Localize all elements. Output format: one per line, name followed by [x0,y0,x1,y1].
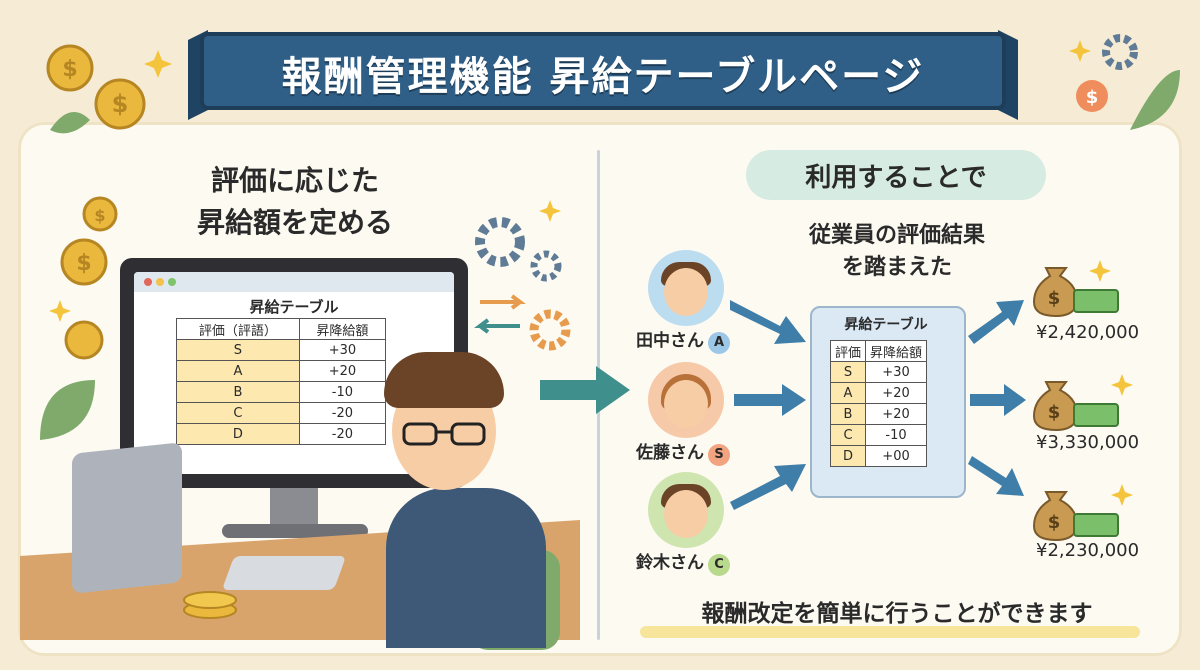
svg-text:$: $ [76,251,91,276]
footer-highlight [640,626,1140,638]
window-dot [156,278,164,286]
table-header: 昇降給額 [865,340,928,362]
employee-name-text: 田中さん [636,331,704,351]
grade-cell: D [176,423,300,445]
money-bag-icon: $ [1032,374,1133,432]
table-row: A +20 [176,360,387,382]
left-raise-table: 評価（評語） 昇降給額 S +30 A +20 B -10 C -20 D -2… [176,318,387,445]
grade-cell: S [829,361,867,383]
table-row: S +30 [829,361,928,383]
left-heading-line2: 昇給額を定める [196,206,393,239]
salary-amount: ¥2,420,000 [1036,322,1140,343]
grade-cell: S [176,339,300,361]
money-bag-icon: $ [1032,260,1119,318]
amount-cell: -10 [298,381,387,403]
arrow-icon [540,366,630,414]
table-header: 昇降給額 [298,318,387,340]
table-row: C -20 [176,402,387,424]
table-row: C -10 [829,424,928,446]
salary-amount: ¥3,330,000 [1036,432,1140,453]
grade-badge: S [708,443,730,466]
person-hair [384,352,504,408]
coin-icon [183,591,237,619]
grade-cell: C [176,402,300,424]
amount-cell: +20 [865,382,928,404]
left-heading-line1: 評価に応じた [210,164,379,197]
table-row: D +00 [829,445,928,467]
grade-cell: B [829,403,867,425]
avatar [648,250,724,326]
amount-cell: +20 [865,403,928,425]
salary-amount: ¥2,230,000 [1036,540,1140,561]
amount-cell: -10 [865,424,928,446]
arrow-icon [730,300,806,510]
right-sub-line2: を踏まえた [841,255,952,280]
avatar-face [664,268,708,316]
avatar [648,472,724,548]
gear-icon: $ [1069,34,1180,130]
grade-cell: B [176,381,300,403]
table-header: 評価（評語） [176,318,300,340]
money-bag-icon: $ [1032,484,1133,542]
table-row: S +30 [176,339,387,361]
keyboard [221,556,347,590]
arrow-icon [968,300,1026,496]
employee-name-text: 鈴木さん [636,553,704,573]
grade-cell: A [829,382,867,404]
table-row: D -20 [176,423,387,445]
amount-cell: +30 [865,361,928,383]
svg-text:$: $ [1048,402,1061,423]
grade-cell: C [829,424,867,446]
coin-icon: $ $ [46,44,172,134]
svg-text:$: $ [1086,87,1099,108]
svg-text:$: $ [112,90,129,118]
monitor-base [222,524,368,538]
employee-name-text: 佐藤さん [636,443,704,463]
center-raise-table: 評価 昇降給額 S +30 A +20 B +20 C -10 D +00 [829,340,928,467]
avatar-face [664,380,708,428]
svg-text:$: $ [1048,288,1061,309]
grade-cell: A [176,360,300,382]
window-dot [168,278,176,286]
table-row: A +20 [829,382,928,404]
amount-cell: +00 [865,445,928,467]
table-header: 評価 [829,340,867,362]
person-body [386,488,546,648]
footer-text: 報酬改定を簡単に行うことができます [701,601,1093,627]
grade-badge: A [708,331,730,354]
center-table-title: 昇給テーブル [844,317,928,333]
svg-text:$: $ [62,57,77,82]
right-sub-line1: 従業員の評価結果 [808,223,985,248]
window-dot [144,278,152,286]
left-table-title: 昇給テーブル [249,298,339,316]
table-row: B -10 [176,381,387,403]
table-row: B +20 [829,403,928,425]
window-title-bar [134,272,454,292]
avatar-face [664,490,708,538]
leaf-icon [40,380,95,440]
svg-text:$: $ [94,206,105,225]
grade-cell: D [829,445,867,467]
right-subheading: 従業員の評価結果 を踏まえた [772,220,1022,284]
coin-icon: $ $ [49,196,118,360]
amount-cell: +20 [298,360,387,382]
right-badge: 利用することで [746,150,1046,200]
svg-text:$: $ [1048,512,1061,533]
gear-icon [474,200,571,351]
left-heading: 評価に応じた 昇給額を定める [150,160,440,244]
amount-cell: +30 [298,339,387,361]
title-banner [188,30,1018,120]
glasses-icon [402,422,486,446]
second-monitor [72,442,182,594]
avatar [648,362,724,438]
monitor-stand [270,488,318,526]
amount-cell: -20 [298,423,387,445]
page-title: 報酬管理機能 昇給テーブルページ [281,54,925,100]
grade-badge: C [708,553,730,576]
amount-cell: -20 [298,402,387,424]
